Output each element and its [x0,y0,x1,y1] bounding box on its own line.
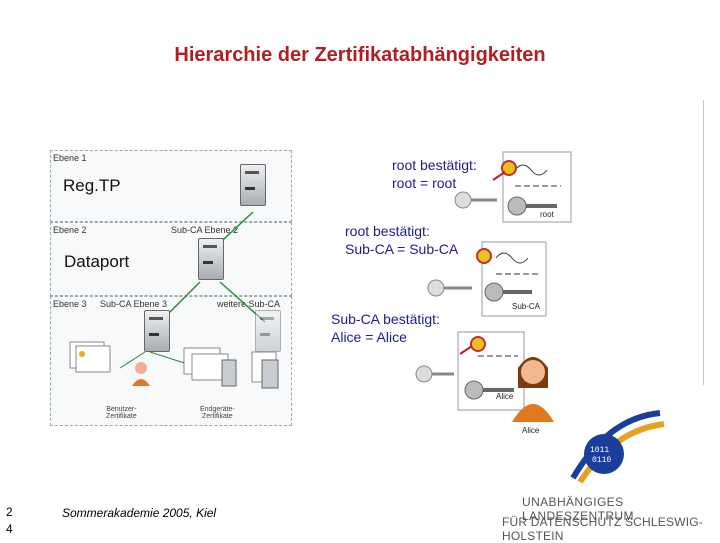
root-annotation-line2: root = root [392,175,457,191]
root-annotation: root bestätigt: root = root [392,156,477,192]
uld-logo-icon: 1011 0110 [570,410,665,484]
slide-number: 2 4 [6,505,13,536]
user-certs-label: Benutzer- Zertifikate [106,406,137,420]
org-line-2: FÜR DATENSCHUTZ SCHLESWIG-HOLSTEIN [502,515,703,543]
subca-level3-label: Sub-CA Ebene 3 [100,299,168,309]
alice-cert-sub: Alice [496,392,514,401]
subca-cert-icon [427,241,547,317]
subca-annotation: root bestätigt: Sub-CA = Sub-CA [345,222,458,258]
dataport-label: Dataport [64,252,130,271]
root-server-icon [240,164,266,206]
hierarchy-diagram: Ebene 1 Ebene 2 Ebene 3 Sub-CA Ebene 3 S… [50,150,292,428]
subca-cert-sub: Sub-CA [512,302,541,311]
level-2-box [50,222,292,296]
root-annotation-line1: root bestätigt: [392,157,477,173]
divider-line [703,100,704,385]
alice-annotation-line2: Alice = Alice [331,329,407,345]
org-line-1: UNABHÄNGIGES LANDESZENTRUM [522,495,634,523]
alice-annotation: Sub-CA bestätigt: Alice = Alice [331,310,440,346]
alice-person-icon [512,357,554,422]
further-subca-server-icon [255,310,281,352]
further-subca-label: weitere Sub-CA [217,299,281,309]
root-cert-sub: root [540,210,554,219]
subca3-server-icon [144,310,170,352]
alice-annotation-line1: Sub-CA bestätigt: [331,311,440,327]
footer-event: Sommerakademie 2005, Kiel [62,506,217,520]
svg-text:0110: 0110 [592,456,611,465]
root-cert-icon [454,151,572,223]
regtp-label: Reg.TP [63,176,121,195]
user-person-icon [132,362,150,386]
alice-cert-icon [415,331,525,411]
device-icon [251,351,279,389]
device-cert-stack-icon [183,347,237,387]
slide-title: Hierarchie der Zertifikatabhängigkeiten [174,44,546,66]
user-cert-stack-icon [69,341,111,373]
level-3-label: Ebene 3 [53,299,87,309]
subca-level2-label: Sub-CA Ebene 2 [171,225,239,235]
level-2-label: Ebene 2 [53,225,87,235]
subca2-server-icon [198,238,224,280]
level-1-label: Ebene 1 [53,153,87,163]
subca-annotation-line1: root bestätigt: [345,223,430,239]
alice-label: Alice [522,426,540,435]
subca-annotation-line2: Sub-CA = Sub-CA [345,241,459,257]
device-certs-label: Endgeräte- Zertifikate [200,406,235,420]
svg-text:1011: 1011 [590,446,609,455]
